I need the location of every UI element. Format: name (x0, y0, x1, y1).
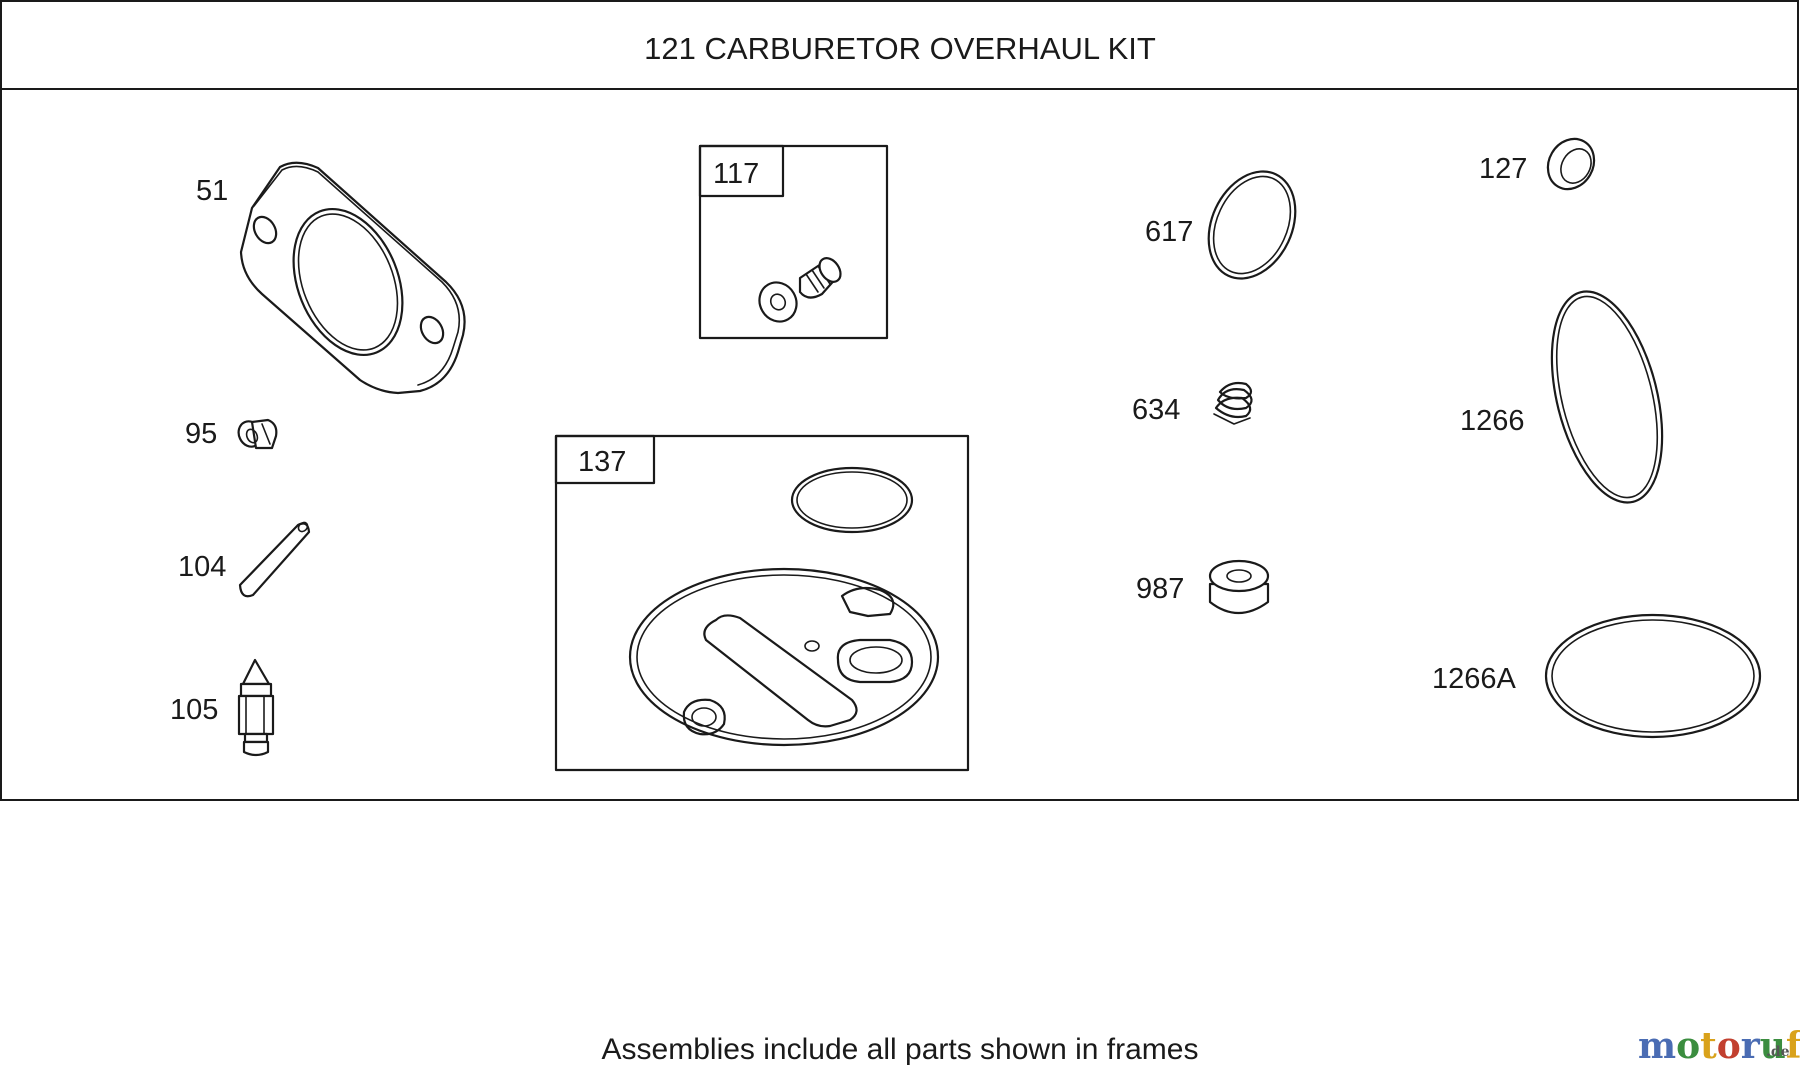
watermark-text: motoruf (1638, 1025, 1800, 1067)
callout-634: 634 (1132, 394, 1180, 426)
watermark-letter: o (1676, 1025, 1700, 1067)
callout-104: 104 (178, 551, 226, 583)
watermark-logo: motoruf .de (1638, 1025, 1800, 1067)
diagram-title: 121 CARBURETOR OVERHAUL KIT (644, 31, 1156, 66)
callout-51: 51 (196, 175, 228, 207)
o-ring-1266a-part (1544, 613, 1762, 739)
watermark-letter: t (1700, 1025, 1717, 1067)
o-ring-617-part (1207, 170, 1297, 280)
bushing-part (1208, 559, 1270, 614)
callout-117: 117 (713, 158, 759, 190)
callout-1266a: 1266A (1432, 663, 1517, 695)
inlet-needle-part (237, 658, 275, 757)
screw-part (237, 418, 278, 450)
watermark-letter: m (1638, 1025, 1676, 1067)
frame-137: 137 (554, 434, 970, 772)
watermark-letter: f (1786, 1025, 1800, 1067)
welch-plug-part (1546, 137, 1596, 191)
watermark-suffix: .de (1766, 1044, 1790, 1060)
callout-987: 987 (1136, 573, 1184, 605)
pin-part (238, 521, 311, 598)
bowl-gasket-part (628, 567, 940, 747)
watermark-letter: u (1760, 1025, 1786, 1067)
callout-127: 127 (1479, 153, 1527, 185)
o-ring-137-part (790, 466, 914, 534)
callout-95: 95 (185, 418, 217, 450)
o-ring-1266-part (1550, 290, 1664, 504)
watermark-letter: r (1741, 1025, 1761, 1067)
footer-note: Assemblies include all parts shown in fr… (602, 1033, 1199, 1066)
diagram-frame (0, 0, 1799, 801)
callout-105: 105 (170, 694, 218, 726)
jet-and-washer-part (758, 257, 842, 323)
callout-137: 137 (578, 446, 626, 478)
callout-1266: 1266 (1460, 405, 1525, 437)
flange-gasket-part (239, 161, 466, 395)
callout-617: 617 (1145, 216, 1193, 248)
watermark-letter: o (1717, 1025, 1741, 1067)
spring-part (1213, 381, 1253, 425)
frame-117: 117 (698, 144, 889, 340)
